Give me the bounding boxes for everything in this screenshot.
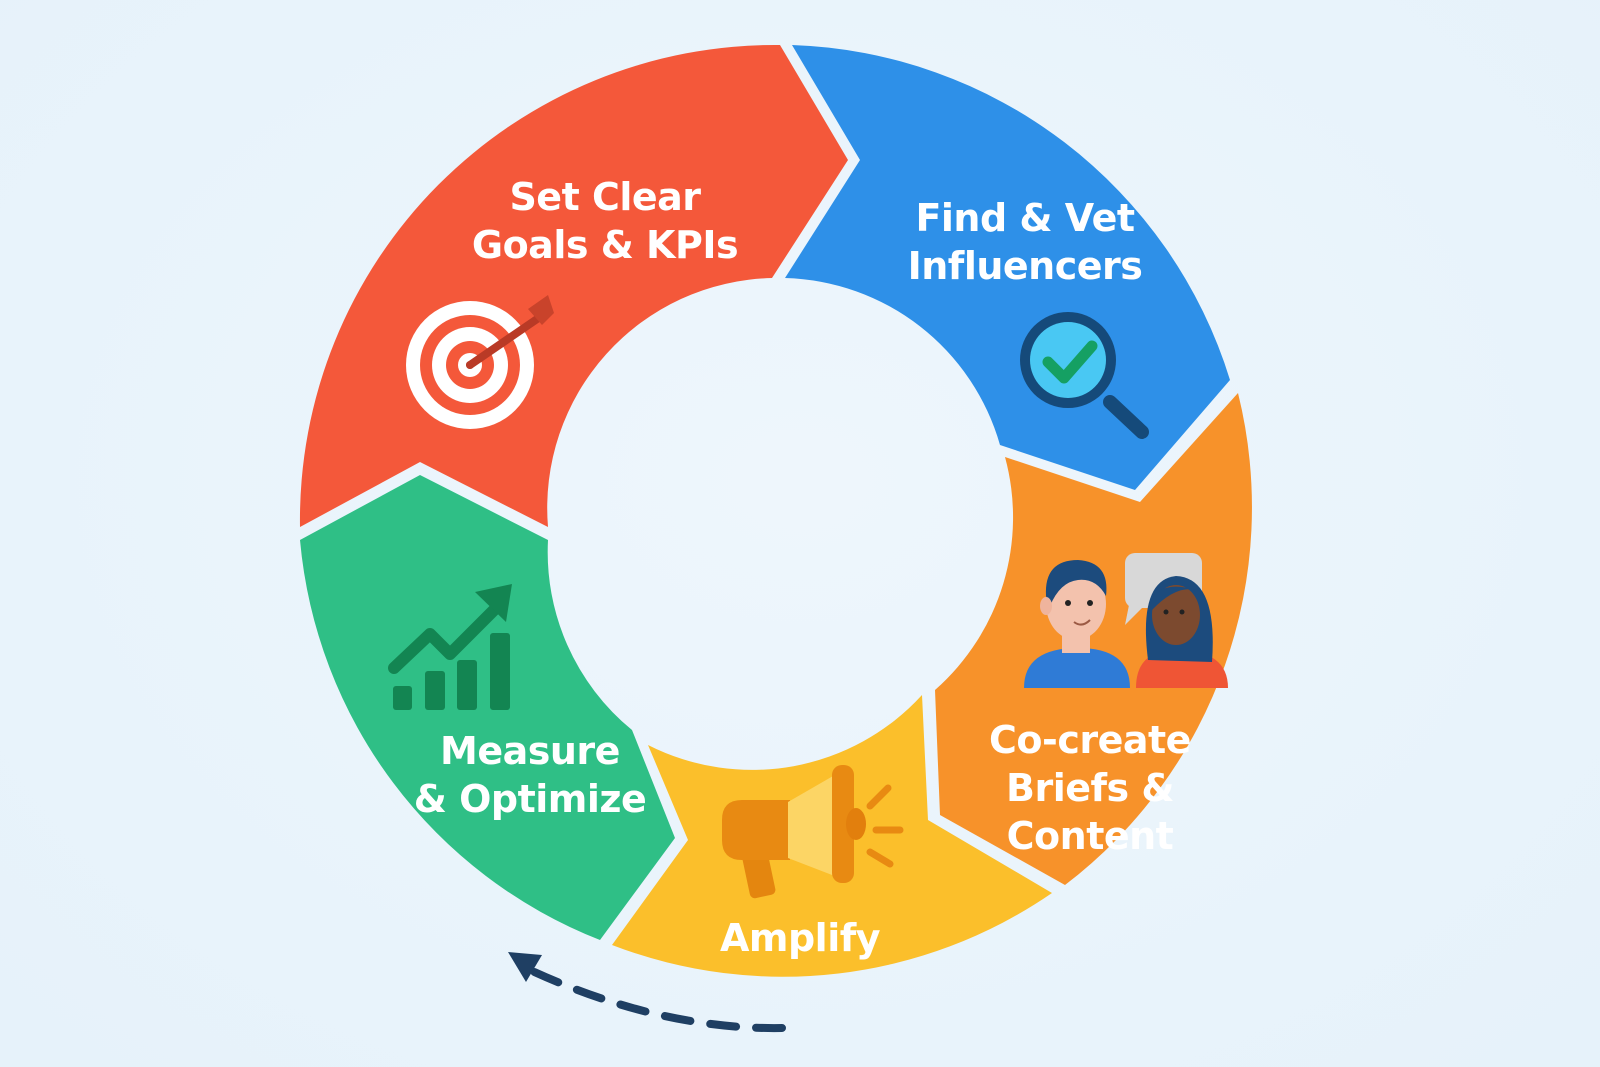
- segment-goals: [299, 44, 849, 528]
- segment-influencers: [785, 45, 1230, 490]
- step-label-measure: Measure & Optimize: [413, 729, 647, 821]
- step-label-goals: Set Clear Goals & KPIs: [471, 175, 739, 267]
- growth-chart-icon: [388, 584, 512, 710]
- step-label-amplify: Amplify: [719, 916, 881, 960]
- segment-content: [935, 393, 1252, 885]
- segment-measure: [300, 475, 675, 940]
- magnifier-check-icon: [1020, 312, 1149, 439]
- step-label-content: Co-create Briefs & Content: [989, 718, 1191, 858]
- people-conversation-icon: [1024, 553, 1228, 688]
- step-label-influencers: Find & Vet Influencers: [907, 196, 1143, 288]
- megaphone-icon: [722, 765, 904, 899]
- target-icon: [406, 295, 554, 429]
- dashed-return-arrow-icon: [508, 952, 786, 1033]
